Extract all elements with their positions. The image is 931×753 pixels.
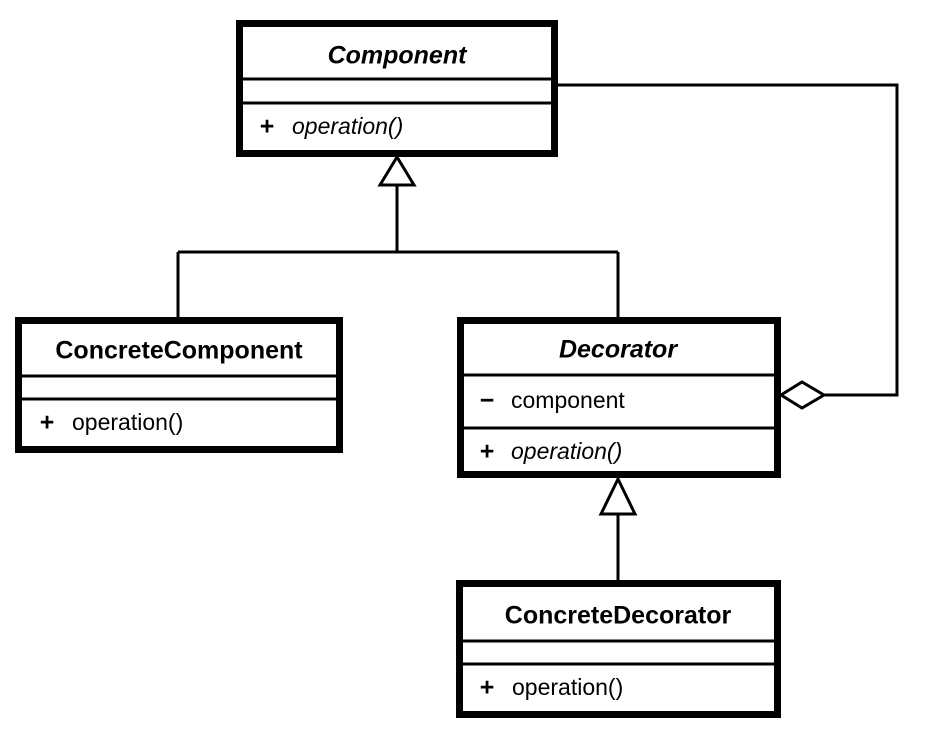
class-component-frame xyxy=(236,20,558,157)
class-decorator-operation-label: operation() xyxy=(511,438,622,464)
class-concrete-component-frame xyxy=(15,317,343,453)
class-concrete-component-operation-visibility: + xyxy=(40,409,55,437)
generalization-triangle-icon xyxy=(377,154,417,187)
class-concrete-component[interactable]: ConcreteComponent + operation() xyxy=(15,317,343,453)
class-decorator-attribute-label: component xyxy=(511,387,625,413)
class-concrete-component-name: ConcreteComponent xyxy=(55,337,303,365)
class-decorator-attribute-visibility: − xyxy=(480,387,495,415)
class-concrete-decorator-name: ConcreteDecorator xyxy=(505,602,732,630)
class-concrete-decorator-frame xyxy=(456,580,781,718)
class-decorator-name: Decorator xyxy=(559,336,678,364)
class-concrete-decorator[interactable]: ConcreteDecorator + operation() xyxy=(456,580,781,718)
class-decorator-frame xyxy=(457,317,781,478)
class-concrete-component-operation-label: operation() xyxy=(72,409,183,435)
class-concrete-decorator-operation-visibility: + xyxy=(480,674,495,702)
class-decorator[interactable]: Decorator − component + operation() xyxy=(457,317,781,478)
aggregation-diamond-icon xyxy=(778,380,827,410)
class-decorator-operation-visibility: + xyxy=(480,438,495,466)
aggregation-line xyxy=(558,83,899,397)
class-component-operation-visibility: + xyxy=(260,113,275,141)
relationship-generalization-to-decorator xyxy=(598,475,638,581)
class-concrete-decorator-operation-label: operation() xyxy=(512,674,623,700)
generalization-triangle-icon-2 xyxy=(598,475,638,516)
class-component[interactable]: Component + operation() xyxy=(236,20,558,157)
relationship-generalization-to-component xyxy=(176,154,620,318)
class-component-operation-label: operation() xyxy=(292,113,403,139)
class-component-name: Component xyxy=(328,42,469,70)
